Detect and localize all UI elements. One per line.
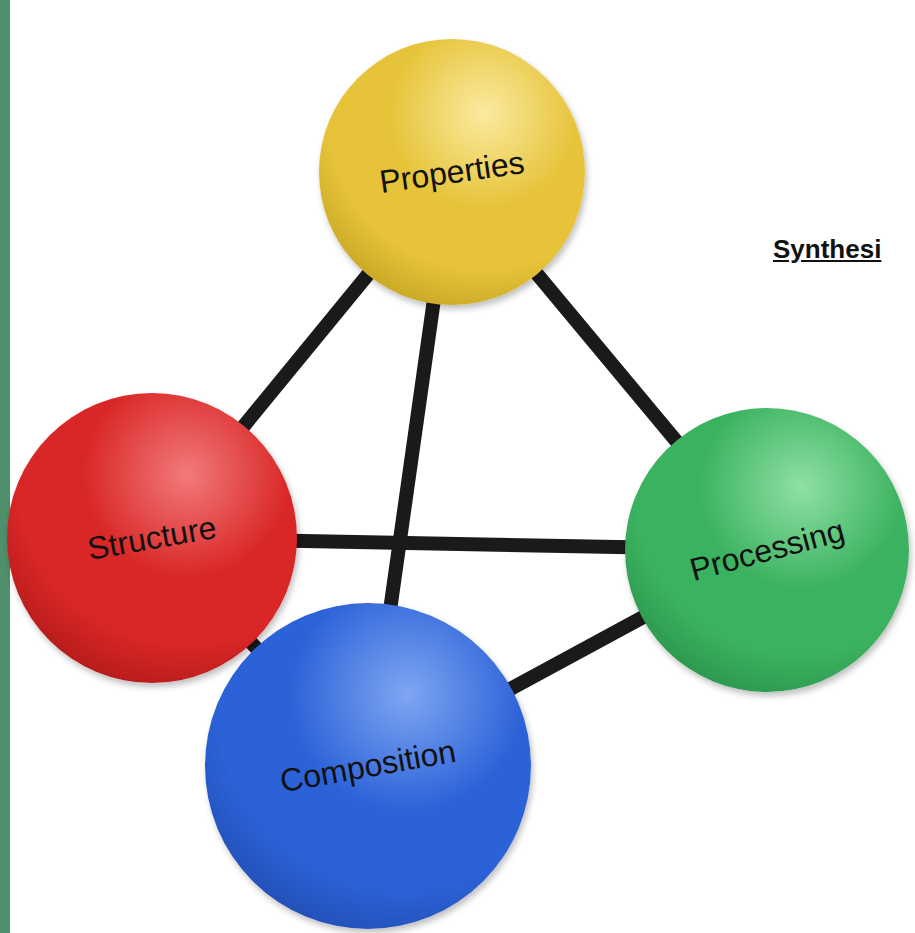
connector-rod (291, 541, 631, 548)
connector-rod (390, 298, 434, 611)
sphere-label: Structure (85, 509, 219, 568)
sphere-node: Processing (625, 408, 909, 692)
sphere-label: Composition (277, 732, 459, 799)
sphere-node: Composition (205, 603, 531, 929)
sphere-label-group: Composition (277, 732, 459, 799)
heading-label: Synthesi (773, 234, 881, 265)
sphere-label-group: Processing (686, 512, 848, 589)
connector-rod (533, 270, 680, 446)
sphere-label-group: Structure (85, 509, 219, 568)
sphere-node: Structure (7, 393, 297, 683)
connector-rod (506, 615, 647, 692)
sphere-label-group: Properties (377, 144, 527, 201)
side-bar-fill (0, 0, 10, 933)
sphere-node: Properties (319, 39, 585, 305)
sphere-label: Properties (377, 144, 527, 201)
connector-rod (240, 270, 371, 430)
sphere-label: Processing (686, 512, 848, 589)
